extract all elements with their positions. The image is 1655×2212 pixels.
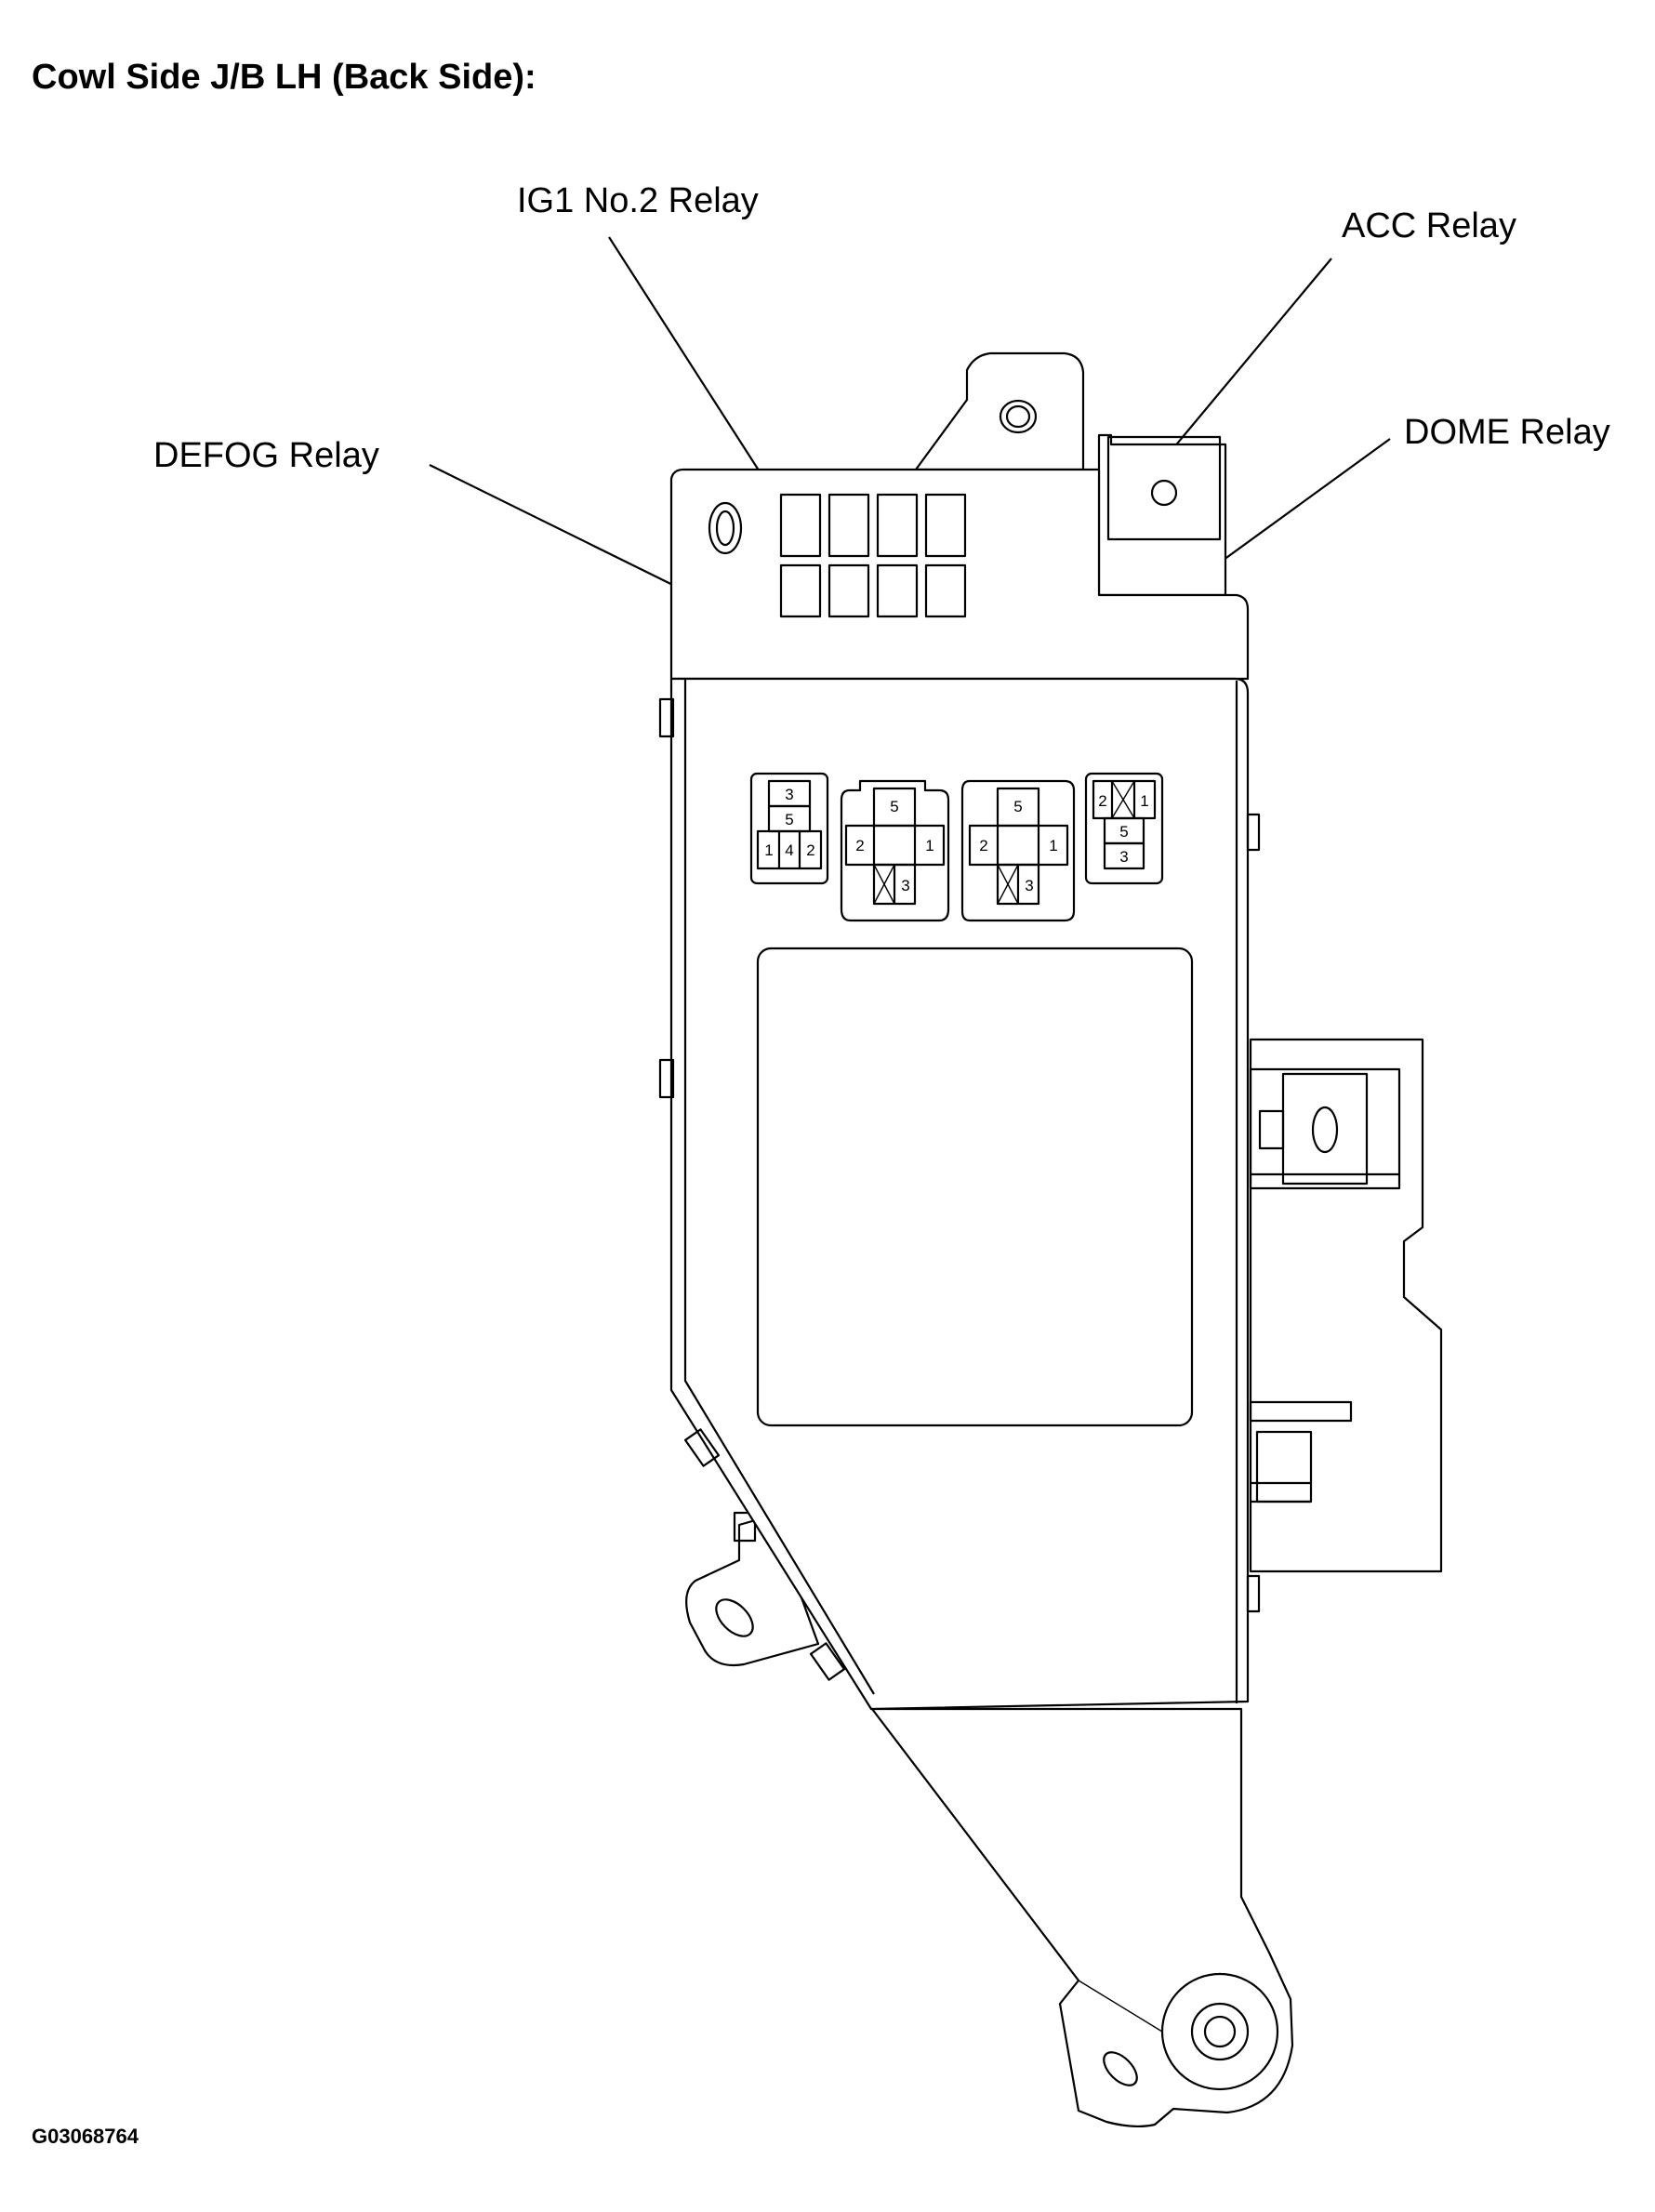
terminal-number: 5 [1013, 798, 1022, 815]
terminal-number: 1 [925, 837, 933, 854]
terminal-number: 2 [1098, 792, 1106, 810]
top-mounting-bracket [914, 351, 1085, 471]
terminal-number: 1 [764, 841, 773, 859]
label-acc-relay: ACC Relay [1342, 206, 1516, 245]
side-connector-block [1249, 1038, 1443, 1573]
terminal-number: 3 [1119, 848, 1128, 866]
relay-socket-defog: 3 5 1 4 2 [749, 772, 829, 885]
terminal-number: 5 [890, 798, 898, 815]
terminal-number: 1 [1140, 792, 1148, 810]
mounting-hole [1103, 2051, 1138, 2086]
terminal-number: 2 [855, 837, 864, 854]
bottom-mounting-arm [870, 1707, 1294, 2128]
relay-slots [779, 493, 967, 618]
relay-socket-dome: 2 1 5 3 [1084, 772, 1164, 885]
relay-socket-acc: 5 2 1 3 [960, 779, 1076, 922]
label-defog-relay: DEFOG Relay [153, 436, 379, 475]
mounting-hole [708, 501, 743, 555]
terminal-number: 3 [1025, 877, 1033, 894]
terminal-number: 5 [785, 811, 793, 828]
terminal-number: 5 [1119, 823, 1128, 841]
mounting-hole [1311, 1106, 1339, 1154]
relay-socket-ig1-no2: 5 2 1 3 [840, 779, 950, 922]
terminal-number: 4 [785, 841, 793, 859]
housing-main [658, 677, 1261, 1711]
mounting-hole [999, 399, 1038, 434]
terminal-number: 1 [1049, 837, 1057, 854]
cover-panel [756, 947, 1194, 1427]
terminal-number: 2 [979, 837, 987, 854]
diagram-title: Cowl Side J/B LH (Back Side): [32, 58, 536, 97]
mounting-hole [715, 1598, 754, 1637]
label-ig1-no2-relay: IG1 No.2 Relay [517, 181, 759, 220]
label-dome-relay: DOME Relay [1404, 413, 1610, 452]
figure-code: G03068764 [32, 2125, 139, 2148]
leader-defog [429, 464, 708, 603]
terminal-number: 3 [785, 786, 793, 803]
mounting-hole [1150, 479, 1178, 507]
terminal-number: 3 [901, 877, 909, 894]
housing-upper [669, 468, 1250, 681]
top-right-tab [1097, 433, 1227, 597]
terminal-number: 2 [806, 841, 814, 859]
